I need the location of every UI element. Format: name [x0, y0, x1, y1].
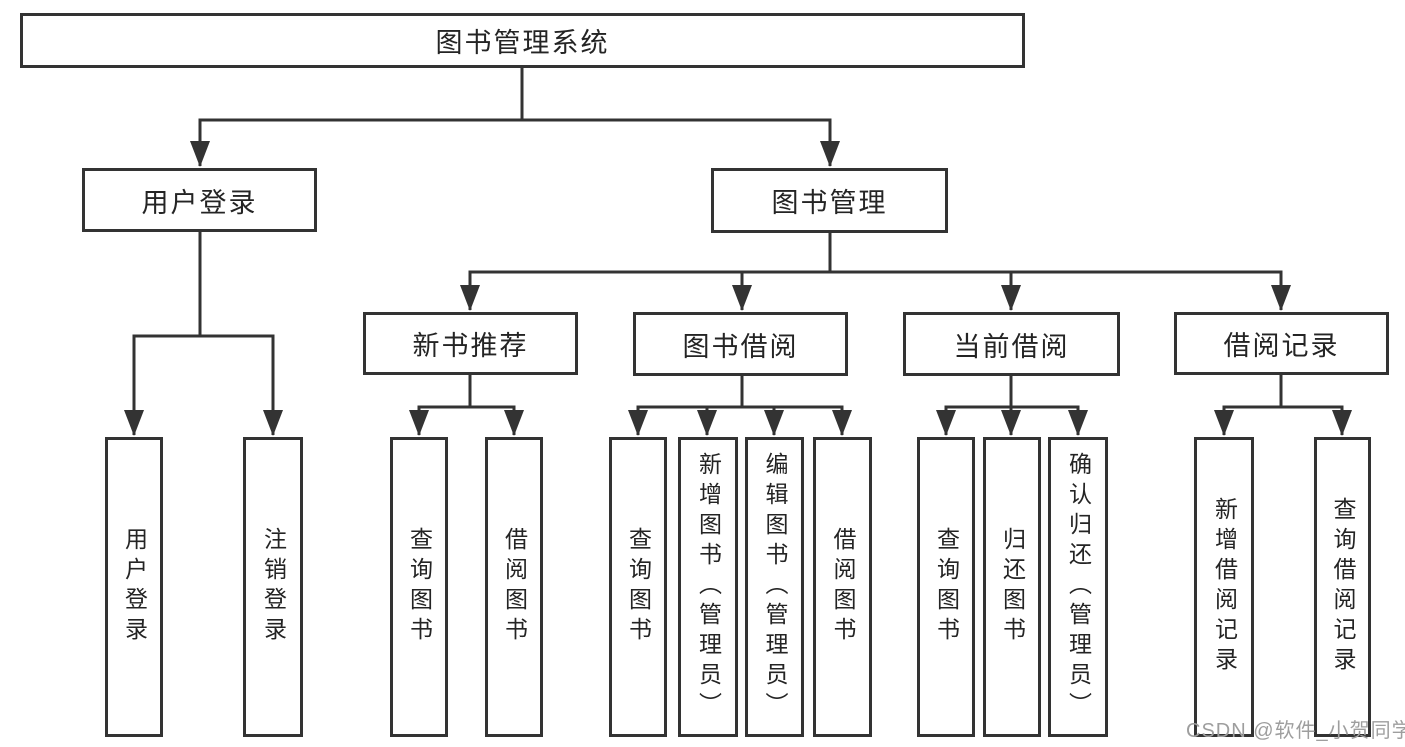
- node-add-books-admin: 新增图书（管理员）: [678, 437, 738, 737]
- node-user-login: 用户登录: [82, 168, 317, 232]
- node-book-management: 图书管理: [711, 168, 948, 233]
- node-borrowing-records: 借阅记录: [1174, 312, 1389, 375]
- node-new-book-recommendation: 新书推荐: [363, 312, 578, 375]
- node-label: 新增借阅记录: [1211, 497, 1238, 677]
- node-label: 图书借阅: [682, 331, 799, 362]
- node-label: 借阅记录: [1223, 331, 1340, 361]
- node-current-borrowing: 当前借阅: [903, 312, 1120, 376]
- node-query-borrow-record: 查询借阅记录: [1314, 437, 1371, 737]
- node-label: 新书推荐: [412, 331, 529, 361]
- node-add-borrow-record: 新增借阅记录: [1194, 437, 1254, 737]
- node-label: 查询图书: [406, 527, 433, 647]
- node-user-login-leaf: 用户登录: [105, 437, 163, 737]
- node-label: 编辑图书（管理员）: [762, 452, 788, 722]
- node-label: 新增图书（管理员）: [695, 452, 722, 722]
- node-label: 图书管理系统: [435, 28, 610, 58]
- node-edit-books-admin: 编辑图书（管理员）: [745, 437, 804, 737]
- node-label: 用户登录: [141, 187, 258, 218]
- node-query-books-borrow: 查询图书: [609, 437, 667, 737]
- node-label: 确认归还（管理员）: [1065, 452, 1092, 722]
- node-return-books: 归还图书: [983, 437, 1041, 737]
- node-label: 用户登录: [121, 527, 148, 647]
- node-label: 当前借阅: [953, 331, 1070, 362]
- node-label: 图书管理: [771, 188, 888, 218]
- node-query-books-recommend: 查询图书: [390, 437, 448, 737]
- node-query-books-current: 查询图书: [917, 437, 975, 737]
- node-logout: 注销登录: [243, 437, 303, 737]
- csdn-watermark: CSDN @软件_小贺同学: [1186, 720, 1405, 742]
- node-label: 查询图书: [933, 527, 960, 647]
- node-label: 借阅图书: [830, 527, 856, 647]
- node-library-management-system: 图书管理系统: [20, 13, 1025, 68]
- node-confirm-return-admin: 确认归还（管理员）: [1048, 437, 1108, 737]
- node-borrow-books: 借阅图书: [813, 437, 872, 737]
- node-label: 归还图书: [999, 527, 1026, 647]
- node-label: 查询图书: [625, 527, 652, 647]
- node-borrow-books-recommend: 借阅图书: [485, 437, 543, 737]
- node-label: 借阅图书: [501, 527, 528, 647]
- node-label: 注销登录: [260, 527, 287, 647]
- node-book-borrowing: 图书借阅: [633, 312, 848, 376]
- node-label: 查询借阅记录: [1330, 497, 1356, 677]
